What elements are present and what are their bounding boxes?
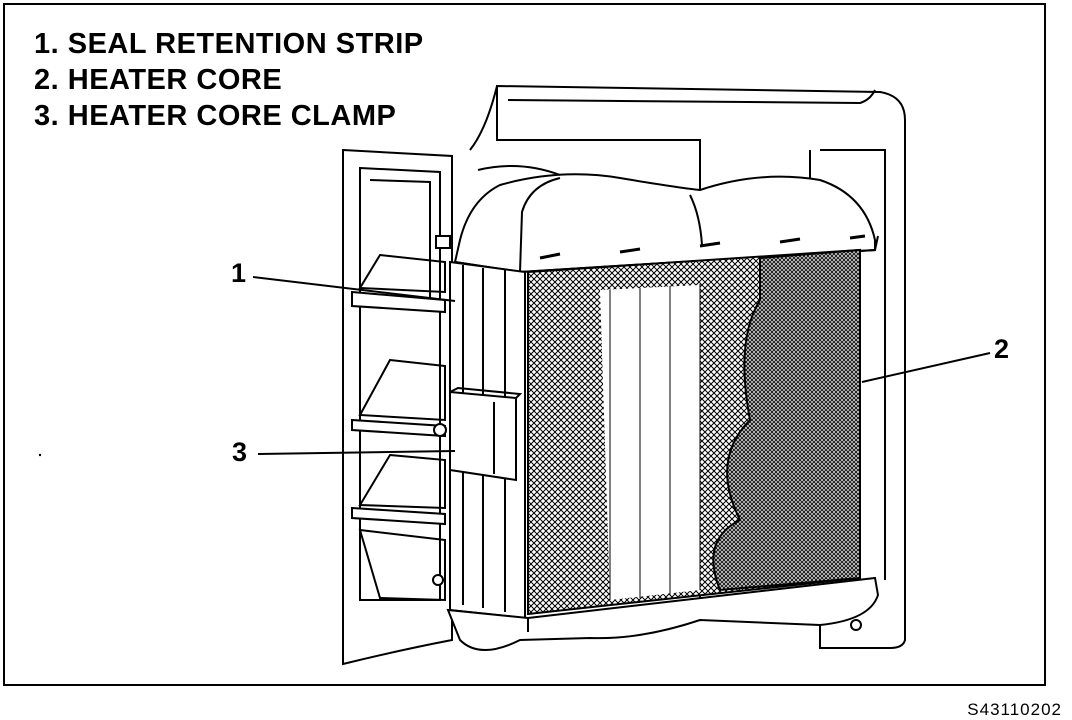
legend-label: SEAL RETENTION STRIP [67, 28, 424, 60]
leader-line-1 [252, 276, 456, 302]
legend-item-3: 3. HEATER CORE CLAMP [34, 98, 424, 134]
stray-dot [38, 453, 42, 457]
leader-line-3 [257, 450, 456, 455]
heater-core-fins [527, 248, 861, 616]
legend-label: HEATER CORE CLAMP [67, 100, 397, 132]
figure-id: S43110202 [967, 700, 1062, 719]
legend-number: 3. [34, 100, 60, 132]
leader-line-2 [861, 352, 991, 383]
leader-lines [252, 276, 991, 455]
housing-left-frame [342, 148, 453, 666]
parts-legend: 1. SEAL RETENTION STRIP 2. HEATER CORE 3… [34, 26, 424, 134]
callout-3: 3 [232, 437, 248, 467]
legend-item-1: 1. SEAL RETENTION STRIP [34, 26, 424, 62]
heater-core-bottom-tank [446, 576, 880, 651]
legend-number: 1. [34, 28, 60, 60]
callout-2: 2 [994, 334, 1010, 364]
legend-item-2: 2. HEATER CORE [34, 62, 424, 98]
callout-1: 1 [231, 258, 247, 288]
legend-label: HEATER CORE [67, 64, 283, 96]
legend-number: 2. [34, 64, 60, 96]
heater-core-clamp [449, 386, 523, 482]
